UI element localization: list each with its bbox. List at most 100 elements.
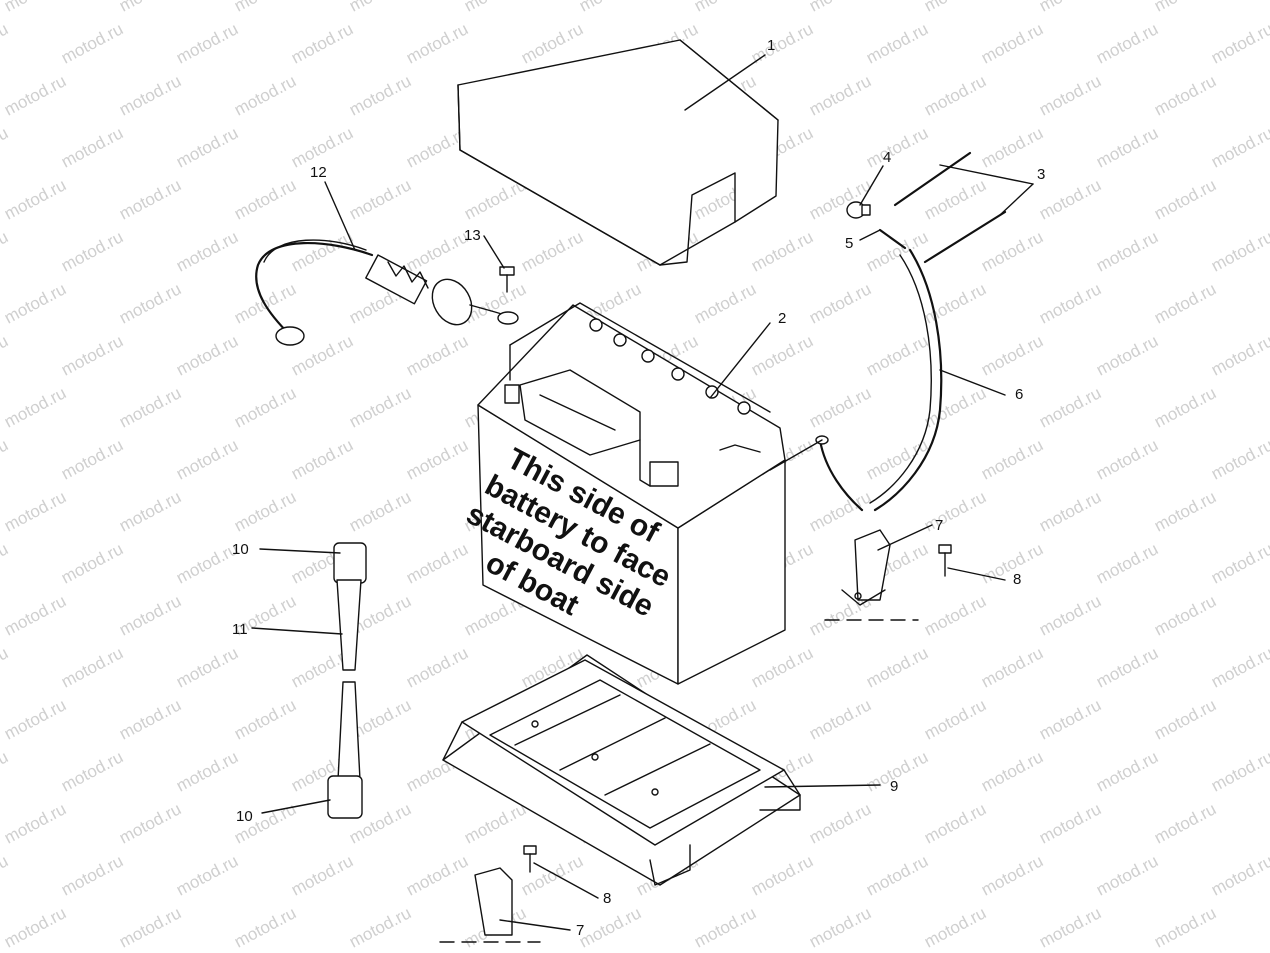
- watermark-text: motod.ru: [863, 851, 931, 899]
- watermark-text: motod.ru: [1, 903, 69, 951]
- watermark-text: motod.ru: [806, 383, 874, 431]
- watermark-text: motod.ru: [691, 903, 759, 951]
- watermark-text: motod.ru: [863, 643, 931, 691]
- watermark-text: motod.ru: [748, 851, 816, 899]
- watermark-text: motod.ru: [978, 435, 1046, 483]
- watermark-text: motod.ru: [231, 71, 299, 119]
- watermark-text: motod.ru: [921, 903, 989, 951]
- watermark-text: motod.ru: [978, 123, 1046, 171]
- watermark-text: motod.ru: [116, 175, 184, 223]
- watermark-text: motod.ru: [806, 279, 874, 327]
- watermark-text: motod.ru: [0, 643, 11, 691]
- hold-down-screw-bottom: [523, 845, 537, 873]
- watermark-text: motod.ru: [1151, 383, 1219, 431]
- watermark-text: motod.ru: [1093, 851, 1161, 899]
- watermark-text: motod.ru: [346, 175, 414, 223]
- watermark-text: motod.ru: [116, 799, 184, 847]
- watermark-text: motod.ru: [173, 123, 241, 171]
- callout-5: 5: [845, 235, 853, 252]
- callouts: 1 2 3 4 5 6 7 8 9 10 11 10 8 7 12 13: [232, 37, 1045, 939]
- watermark-text: motod.ru: [58, 435, 126, 483]
- watermark-text: motod.ru: [1266, 591, 1270, 639]
- watermark-text: motod.ru: [116, 591, 184, 639]
- watermark-text: motod.ru: [58, 331, 126, 379]
- watermark-text: motod.ru: [1036, 0, 1104, 16]
- watermark-text: motod.ru: [1208, 227, 1270, 275]
- watermark-text: motod.ru: [116, 0, 184, 16]
- watermark-text: motod.ru: [921, 0, 989, 16]
- watermark-text: motod.ru: [806, 487, 874, 535]
- watermark-text: motod.ru: [1208, 435, 1270, 483]
- watermark-text: motod.ru: [1208, 123, 1270, 171]
- watermark-text: motod.ru: [1208, 539, 1270, 587]
- watermark-text: motod.ru: [1036, 695, 1104, 743]
- watermark-text: motod.ru: [1036, 591, 1104, 639]
- watermark-text: motod.ru: [288, 851, 356, 899]
- watermark-text: motod.ru: [1266, 903, 1270, 951]
- watermark-text: motod.ru: [1093, 643, 1161, 691]
- watermark-text: motod.ru: [58, 19, 126, 67]
- watermark-text: motod.ru: [1036, 487, 1104, 535]
- watermark-text: motod.ru: [1151, 279, 1219, 327]
- watermark-text: motod.ru: [288, 227, 356, 275]
- callout-3: 3: [1037, 166, 1045, 183]
- watermark-text: motod.ru: [978, 851, 1046, 899]
- hold-down-bracket-right: [841, 529, 891, 606]
- watermark-text: motod.ru: [806, 799, 874, 847]
- watermark-text: motod.ru: [1, 71, 69, 119]
- watermark-text: motod.ru: [863, 331, 931, 379]
- watermark-text: motod.ru: [1208, 747, 1270, 795]
- watermark-text: motod.ru: [1036, 279, 1104, 327]
- watermark-text: motod.ru: [1, 175, 69, 223]
- watermark-text: motod.ru: [116, 903, 184, 951]
- watermark-text: motod.ru: [58, 539, 126, 587]
- watermark-text: motod.ru: [403, 331, 471, 379]
- watermark-text: motod.ru: [1151, 0, 1219, 16]
- callout-7-right: 7: [935, 517, 943, 534]
- callout-9: 9: [890, 778, 898, 795]
- watermark-text: motod.ru: [58, 747, 126, 795]
- watermark-text: motod.ru: [461, 0, 529, 16]
- watermark-text: motod.ru: [173, 747, 241, 795]
- watermark-text: motod.ru: [231, 487, 299, 535]
- callout-4: 4: [883, 149, 891, 166]
- watermark-text: motod.ru: [1266, 0, 1270, 16]
- watermark-text: motod.ru: [1266, 175, 1270, 223]
- watermark-text: motod.ru: [288, 435, 356, 483]
- watermark-text: motod.ru: [518, 19, 586, 67]
- watermark-text: motod.ru: [58, 123, 126, 171]
- hold-down-screw-right: [938, 544, 952, 577]
- watermark-text: motod.ru: [1093, 227, 1161, 275]
- watermark-text: motod.ru: [116, 383, 184, 431]
- watermark-text: motod.ru: [403, 539, 471, 587]
- watermark-text: motod.ru: [173, 851, 241, 899]
- hold-down-strap: [327, 542, 367, 819]
- watermark-text: motod.ru: [0, 851, 11, 899]
- watermark-text: motod.ru: [1151, 903, 1219, 951]
- watermark-text: motod.ru: [403, 227, 471, 275]
- watermark-text: motod.ru: [863, 19, 931, 67]
- watermark-text: motod.ru: [1151, 799, 1219, 847]
- watermark-text: motod.ru: [921, 71, 989, 119]
- watermark-text: motod.ru: [231, 903, 299, 951]
- watermark-text: motod.ru: [1266, 695, 1270, 743]
- watermark-text: motod.ru: [1, 0, 69, 16]
- watermark-text: motod.ru: [1266, 279, 1270, 327]
- watermark-text: motod.ru: [0, 19, 11, 67]
- watermark-text: motod.ru: [1, 487, 69, 535]
- watermark-text: motod.ru: [1093, 435, 1161, 483]
- watermark-text: motod.ru: [1208, 19, 1270, 67]
- watermark-text: motod.ru: [231, 0, 299, 16]
- watermark-text: motod.ru: [1266, 71, 1270, 119]
- watermark-text: motod.ru: [978, 643, 1046, 691]
- watermark-text: motod.ru: [173, 435, 241, 483]
- watermark-text: motod.ru: [0, 539, 11, 587]
- watermark-text: motod.ru: [806, 903, 874, 951]
- watermark-text: motod.ru: [691, 279, 759, 327]
- watermark-text: motod.ru: [346, 383, 414, 431]
- watermark-text: motod.ru: [58, 851, 126, 899]
- watermark-text: motod.ru: [173, 331, 241, 379]
- watermark-text: motod.ru: [806, 0, 874, 16]
- watermark-text: motod.ru: [0, 435, 11, 483]
- watermark-text: motod.ru: [116, 71, 184, 119]
